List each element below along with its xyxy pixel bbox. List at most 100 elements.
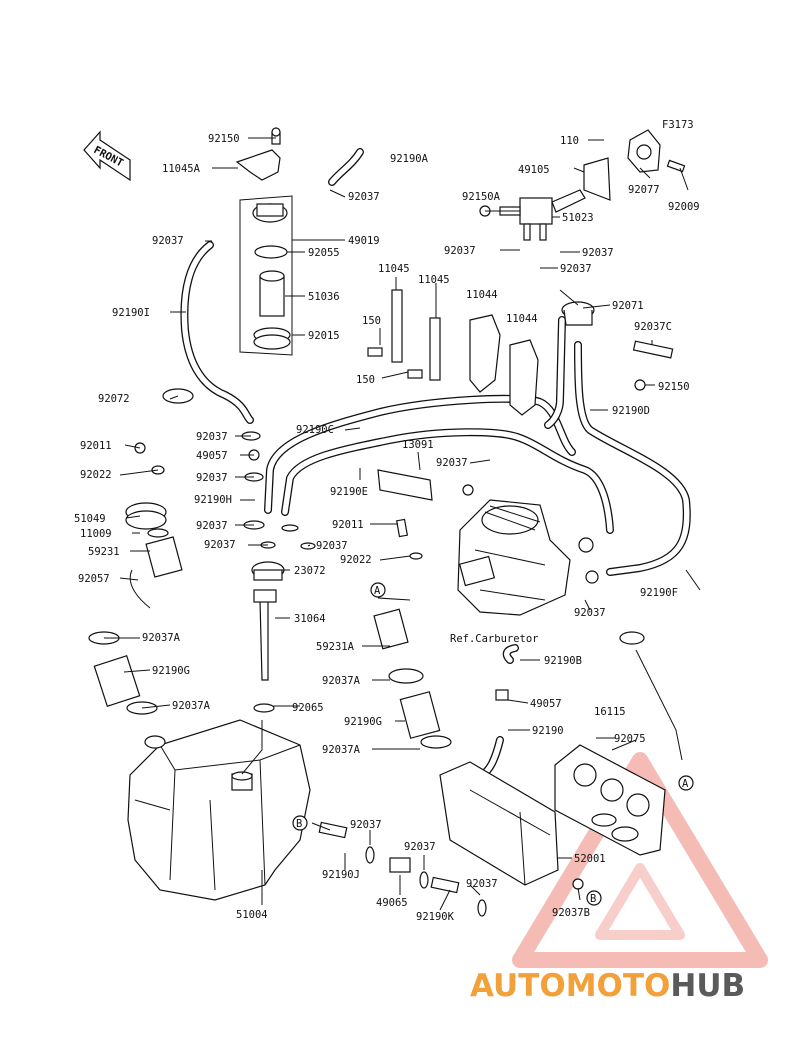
part-label: 92190C — [296, 424, 334, 436]
part-label: 11044 — [466, 289, 498, 301]
fuel-tank — [127, 719, 311, 901]
reference-label: Ref.Carburetor — [450, 633, 539, 645]
front-arrow-icon — [83, 130, 131, 182]
part-label: 92009 — [668, 201, 700, 213]
part-label: 92055 — [308, 247, 340, 259]
filter-group — [239, 195, 293, 356]
part-label: 92037A — [322, 675, 361, 687]
part-label: 92190 — [532, 725, 564, 737]
part-label: 92190A — [390, 153, 429, 165]
part-label: 92190K — [416, 911, 455, 923]
part-label: 16115 — [594, 706, 626, 718]
part-label: 92072 — [98, 393, 130, 405]
carburetor — [457, 484, 599, 616]
part-label: 150 — [362, 315, 381, 327]
part-label: 51004 — [236, 909, 268, 921]
part-label: 51036 — [308, 291, 340, 303]
part-label: 11009 — [80, 528, 112, 540]
part-label: 92037A — [142, 632, 181, 644]
part-label: 92150 — [208, 133, 240, 145]
part-label: 92190I — [112, 307, 150, 319]
part-label: 92037B — [552, 907, 590, 919]
part-label: 92037 — [466, 878, 498, 890]
part-label: 92037 — [574, 607, 606, 619]
watermark — [512, 752, 768, 968]
part-label: 11044 — [506, 313, 538, 325]
part-label: 59231A — [316, 641, 355, 653]
part-label: 92015 — [308, 330, 340, 342]
callout-b-1: B — [296, 818, 302, 830]
part-label: 92075 — [614, 733, 646, 745]
part-label: 92011 — [332, 519, 364, 531]
part-label: 92037 — [560, 263, 592, 275]
part-label: 92037 — [316, 540, 348, 552]
part-label: 31064 — [294, 613, 326, 625]
part-label: 92037 — [404, 841, 436, 853]
part-labels: 92150 11045A 92190A 92037 49019 92055 51… — [74, 133, 700, 923]
part-label: 92065 — [292, 702, 324, 714]
part-label: 92037A — [172, 700, 211, 712]
part-label: 59231 — [88, 546, 120, 558]
part-label: 92022 — [80, 469, 112, 481]
part-label: 92037 — [204, 539, 236, 551]
part-label: 92077 — [628, 184, 660, 196]
hose-lines — [180, 148, 691, 779]
part-label: 150 — [356, 374, 375, 386]
right-middle-hoses — [495, 644, 519, 701]
part-label: 49105 — [518, 164, 550, 176]
part-label: 92037 — [196, 472, 228, 484]
part-label: 92011 — [80, 440, 112, 452]
watermark-logo: AUTOMOTOHUB — [470, 968, 745, 1004]
part-label: 92190F — [640, 587, 678, 599]
part-label: 51023 — [562, 212, 594, 224]
part-label: 23072 — [294, 565, 326, 577]
joint-59231a — [373, 518, 452, 749]
bottom-small-parts — [318, 821, 487, 917]
callout-b-2: B — [590, 893, 596, 905]
part-label: 92150A — [462, 191, 501, 203]
part-label: 49057 — [196, 450, 228, 462]
part-label: 11045 — [418, 274, 450, 286]
part-label: 13091 — [402, 439, 434, 451]
part-label: 51049 — [74, 513, 106, 525]
bracket-part — [235, 127, 281, 181]
figure-code: F3173 — [662, 119, 694, 131]
callout-markers: A A B B — [292, 582, 694, 906]
part-label: 92057 — [78, 573, 110, 585]
cap-and-tab — [561, 301, 674, 391]
part-label: 92071 — [612, 300, 644, 312]
fuel-sender — [251, 561, 285, 713]
part-label: 92037 — [152, 235, 184, 247]
bracket-92077 — [627, 129, 686, 173]
part-label: 92150 — [658, 381, 690, 393]
part-label: 92037 — [348, 191, 380, 203]
callout-a-2: A — [682, 778, 689, 790]
part-label: 92190E — [330, 486, 368, 498]
part-label: 92190J — [322, 869, 360, 881]
part-label: 92190D — [612, 405, 650, 417]
part-label: 11045A — [162, 163, 201, 175]
callout-a-1: A — [374, 585, 381, 597]
leader-lines — [104, 137, 701, 911]
watermark-text-hub: HUB — [670, 968, 745, 1004]
filter-case-52001 — [439, 761, 584, 890]
part-label: 92190B — [544, 655, 582, 667]
part-label: 110 — [560, 135, 579, 147]
part-label: 92037C — [634, 321, 672, 333]
part-label: 92037 — [444, 245, 476, 257]
gasket-92075 — [554, 631, 683, 856]
part-label: 92190G — [344, 716, 382, 728]
clamp-brackets — [367, 289, 539, 416]
part-label: 49019 — [348, 235, 380, 247]
part-label: 92022 — [340, 554, 372, 566]
watermark-text-main: AUTOMOTO — [470, 968, 670, 1004]
svg-text:AUTOMOTOHUB: AUTOMOTOHUB — [470, 968, 745, 1004]
part-label: 49057 — [530, 698, 562, 710]
part-label: 92037 — [196, 431, 228, 443]
part-label: 52001 — [574, 853, 606, 865]
fuel-cock — [479, 157, 611, 241]
left-small-parts — [88, 388, 194, 715]
part-label: 92037 — [196, 520, 228, 532]
part-label: 92037A — [322, 744, 361, 756]
